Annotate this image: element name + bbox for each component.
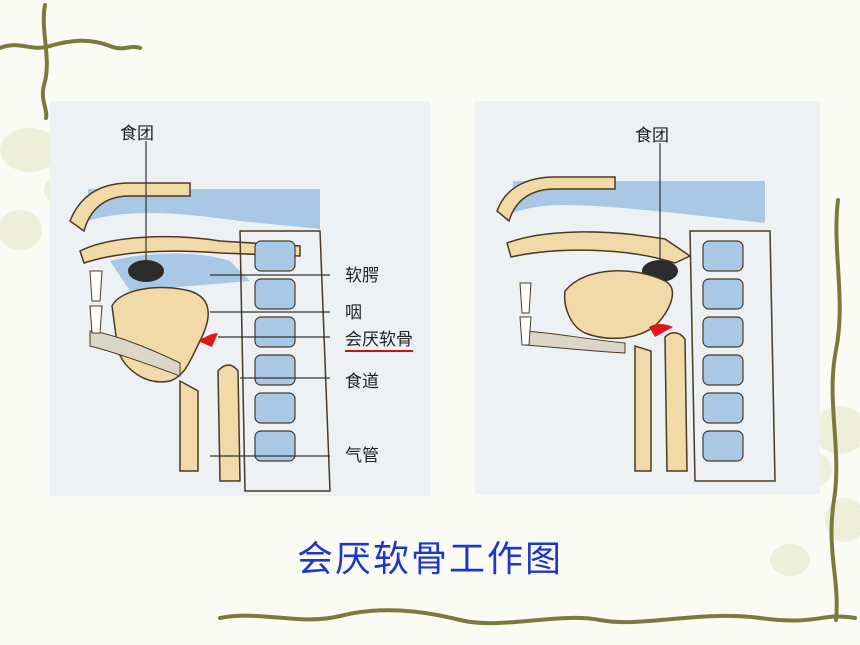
top-vine-decoration [0, 38, 142, 51]
diagram-left-panel: 食团 软腭 咽 会厌软骨 食道 气管 [50, 101, 430, 496]
label-food-bolus: 食团 [635, 126, 669, 146]
food-bolus [128, 260, 164, 282]
palate-bone [79, 235, 301, 264]
head-neck-section-left [69, 141, 331, 492]
jaw-bone [524, 330, 626, 354]
jaw-bone [89, 330, 181, 377]
label-soft-palate: 软腭 [345, 266, 379, 286]
lower-teeth [519, 316, 532, 346]
palate-bone [506, 231, 692, 264]
right-vine-decoration [829, 198, 842, 622]
throat-wall [634, 344, 652, 472]
nasal-cavity [513, 181, 765, 223]
label-trachea: 气管 [345, 446, 379, 466]
slide-caption: 会厌软骨工作图 [296, 539, 563, 580]
trachea-tube [217, 364, 241, 482]
trachea-tube [664, 332, 688, 472]
label-food-bolus: 食团 [120, 124, 154, 144]
epiglottis [649, 324, 673, 337]
top-vine-stem-decoration [40, 3, 49, 120]
bottom-vine-decoration [218, 608, 857, 626]
spine-outline [239, 230, 331, 492]
leader-lines [145, 141, 330, 457]
label-epiglottis: 会厌软骨 [345, 325, 413, 352]
upper-teeth [519, 282, 532, 314]
head-neck-section-right [496, 143, 776, 482]
throat-wall [179, 379, 199, 472]
upper-teeth [89, 270, 103, 302]
diagram-right-panel: 食团 [475, 101, 820, 494]
cervical-spine [254, 240, 296, 462]
epiglottis [198, 333, 218, 347]
label-pharynx: 咽 [345, 303, 362, 323]
spine-outline [689, 230, 776, 482]
cervical-spine [702, 240, 744, 462]
hard-palate [69, 182, 191, 233]
label-esophagus: 食道 [345, 372, 379, 392]
hard-palate [496, 176, 616, 223]
lower-teeth [89, 305, 103, 334]
